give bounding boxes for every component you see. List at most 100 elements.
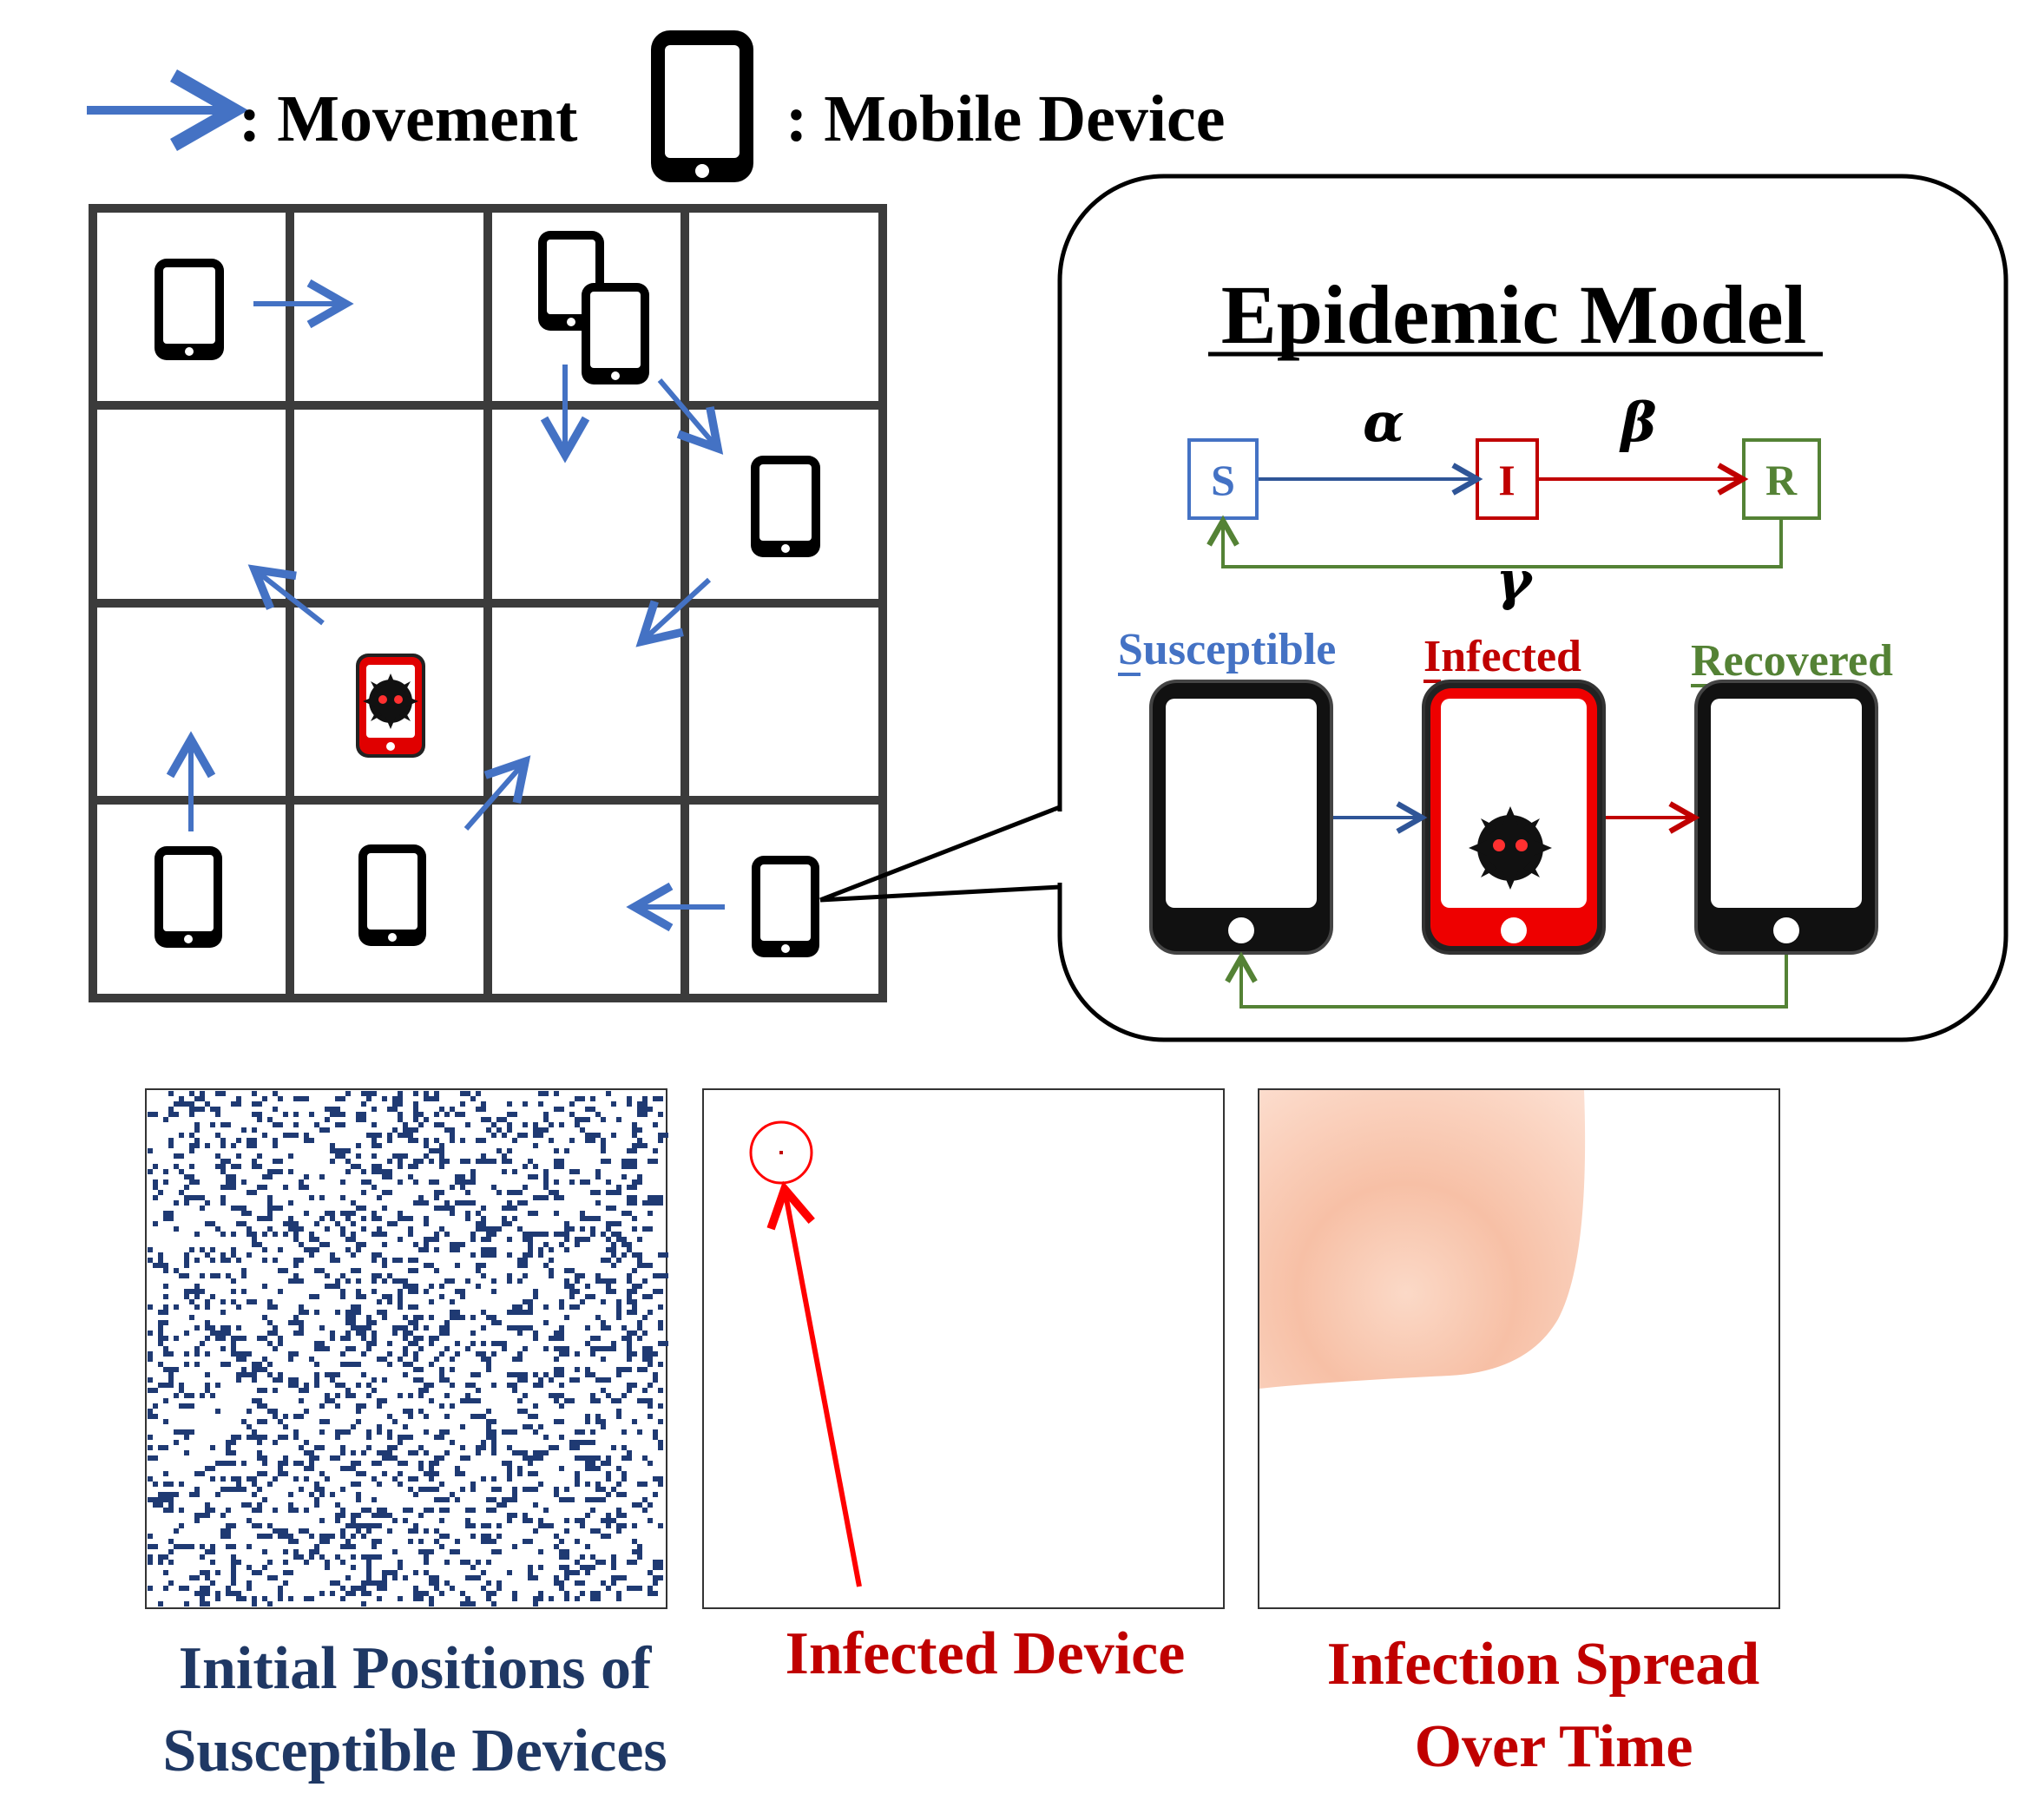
device-point — [439, 1372, 444, 1377]
device-point — [163, 1586, 168, 1591]
device-point — [496, 1127, 502, 1133]
device-point — [231, 1341, 236, 1346]
device-point — [231, 1289, 236, 1294]
device-point — [444, 1159, 450, 1164]
device-point — [267, 1482, 273, 1487]
device-point — [330, 1398, 335, 1403]
device-point — [554, 1164, 564, 1169]
device-point — [580, 1216, 590, 1221]
device-point — [523, 1372, 528, 1377]
device-point — [538, 1091, 543, 1096]
device-point — [408, 1216, 413, 1221]
device-point — [189, 1174, 194, 1179]
device-point — [653, 1492, 658, 1497]
device-point — [616, 1310, 621, 1315]
device-point — [252, 1127, 257, 1133]
device-point — [215, 1570, 220, 1575]
device-point — [523, 1133, 528, 1138]
device-point — [371, 1138, 377, 1143]
device-point — [476, 1268, 481, 1273]
device-point — [163, 1351, 168, 1357]
device-point — [564, 1398, 569, 1403]
device-point — [611, 1221, 621, 1226]
device-point — [377, 1461, 382, 1466]
device-point — [257, 1471, 262, 1476]
device-point — [278, 1466, 283, 1471]
device-point — [491, 1226, 502, 1232]
device-point — [627, 1273, 632, 1278]
device-point — [361, 1351, 366, 1357]
device-point — [314, 1268, 325, 1273]
device-point — [247, 1580, 252, 1586]
device-point — [283, 1534, 293, 1539]
device-point — [408, 1258, 413, 1263]
device-point — [220, 1195, 226, 1200]
device-point — [179, 1523, 184, 1528]
device-point — [538, 1127, 543, 1133]
device-point — [585, 1570, 590, 1575]
device-point — [293, 1435, 299, 1440]
infection-spread-area — [1259, 1090, 1586, 1389]
device-point — [205, 1320, 210, 1325]
device-point — [455, 1315, 460, 1320]
infected-device-dot — [779, 1151, 783, 1154]
device-point — [418, 1409, 424, 1414]
device-point — [642, 1143, 648, 1148]
device-point — [439, 1534, 450, 1539]
grid-phone-highlighted-icon — [752, 856, 819, 957]
device-point — [247, 1518, 252, 1523]
device-point — [345, 1539, 351, 1544]
device-point — [606, 1278, 616, 1284]
device-point — [403, 1153, 408, 1159]
device-point — [366, 1320, 371, 1325]
device-point — [413, 1159, 424, 1164]
device-point — [293, 1461, 299, 1466]
device-point — [293, 1237, 299, 1242]
device-point — [595, 1336, 601, 1341]
device-point — [179, 1133, 184, 1138]
device-point — [293, 1263, 299, 1268]
device-point — [387, 1362, 392, 1367]
device-point — [642, 1096, 648, 1101]
device-point — [653, 1560, 658, 1565]
device-point — [632, 1304, 637, 1310]
device-point — [538, 1455, 543, 1461]
device-point — [429, 1508, 434, 1513]
device-point — [460, 1560, 470, 1565]
device-point — [392, 1518, 398, 1523]
device-point — [398, 1471, 403, 1476]
device-point — [413, 1101, 418, 1107]
device-point — [340, 1273, 345, 1278]
device-point — [528, 1232, 538, 1237]
device-point — [543, 1450, 549, 1455]
device-point — [231, 1351, 236, 1357]
device-point — [366, 1096, 371, 1101]
device-point — [648, 1414, 653, 1419]
device-point — [356, 1403, 361, 1409]
device-point — [512, 1596, 517, 1601]
device-point — [653, 1591, 658, 1596]
device-point — [236, 1153, 241, 1159]
device-point — [637, 1101, 648, 1107]
device-point — [163, 1482, 168, 1487]
device-point — [658, 1445, 663, 1450]
device-point — [403, 1331, 413, 1336]
device-point — [273, 1122, 283, 1127]
device-point — [621, 1174, 627, 1179]
device-point — [450, 1492, 455, 1497]
device-point — [575, 1482, 580, 1487]
device-point — [361, 1534, 366, 1539]
device-point — [231, 1476, 236, 1482]
device-point — [210, 1107, 220, 1112]
device-point — [632, 1179, 637, 1185]
device-point — [314, 1362, 319, 1367]
device-point — [194, 1232, 200, 1237]
device-point — [168, 1549, 174, 1554]
device-point — [283, 1549, 288, 1554]
device-point — [642, 1482, 648, 1487]
device-point — [288, 1216, 293, 1221]
device-point — [538, 1424, 543, 1429]
device-point — [398, 1393, 403, 1398]
device-point — [496, 1586, 502, 1591]
device-point — [627, 1351, 637, 1357]
